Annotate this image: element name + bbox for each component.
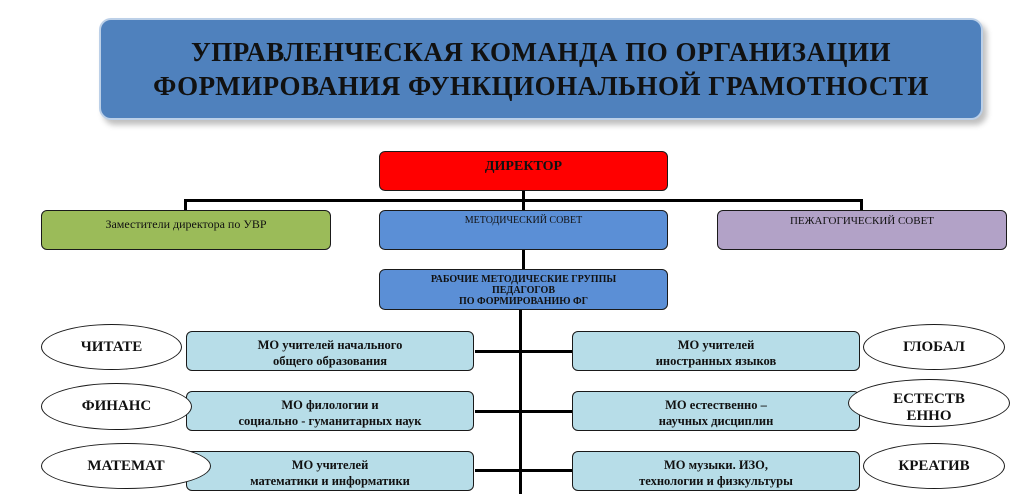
title-line-1: УПРАВЛЕНЧЕСКАЯ КОМАНДА ПО ОРГАНИЗАЦИИ <box>190 37 892 67</box>
oval-global: ГЛОБАЛ <box>863 324 1005 370</box>
oval-science-label: ЕСТЕСТВ ЕННО <box>893 391 965 424</box>
mo-science-line-2: научных дисциплин <box>658 414 774 428</box>
page-title: УПРАВЛЕНЧЕСКАЯ КОМАНДА ПО ОРГАНИЗАЦИИ ФО… <box>153 35 929 103</box>
mo-primary-box: МО учителей начального общего образования <box>186 331 474 371</box>
title-line-2: ФОРМИРОВАНИЯ ФУНКЦИОНАЛЬНОЙ ГРАМОТНОСТИ <box>153 71 929 101</box>
connector-ped-council <box>860 199 863 210</box>
deputies-box: Заместители директора по УВР <box>41 210 331 250</box>
deputies-label: Заместители директора по УВР <box>105 217 267 231</box>
mo-languages-line-1: МО учителей <box>677 338 755 352</box>
oval-finance-label: ФИНАНС <box>81 398 152 414</box>
mo-arts-line-2: технологии и физкультуры <box>639 474 793 488</box>
mo-math-line-1: МО учителей <box>291 458 369 472</box>
mo-science-line-1: МО естественно – <box>665 398 767 412</box>
connector-deputies <box>184 199 187 210</box>
ped-council-label: ПЕЖАГОГИЧЕСКИЙ СОВЕТ <box>789 215 935 227</box>
oval-creative: КРЕАТИВ <box>863 443 1005 489</box>
working-groups-label: РАБОЧИЕ МЕТОДИЧЕСКИЕ ГРУППЫ ПЕДАГОГОВ ПО… <box>431 274 616 307</box>
connector-row1 <box>475 350 572 353</box>
connector-council-groups <box>522 250 525 269</box>
connector-trunk <box>519 310 522 494</box>
working-groups-box: РАБОЧИЕ МЕТОДИЧЕСКИЕ ГРУППЫ ПЕДАГОГОВ ПО… <box>379 269 668 310</box>
mo-arts-line-1: МО музыки. ИЗО, <box>663 458 768 472</box>
method-council-label: МЕТОДИЧЕСКИЙ СОВЕТ <box>464 215 583 226</box>
mo-languages-box: МО учителей иностранных языков <box>572 331 860 371</box>
title-banner: УПРАВЛЕНЧЕСКАЯ КОМАНДА ПО ОРГАНИЗАЦИИ ФО… <box>99 18 983 120</box>
working-groups-line-1: РАБОЧИЕ МЕТОДИЧЕСКИЕ ГРУППЫ <box>430 274 617 285</box>
oval-math: МАТЕМАТ <box>41 443 211 489</box>
mo-math-line-2: математики и информатики <box>250 474 410 488</box>
mo-languages-line-2: иностранных языков <box>655 354 777 368</box>
connector-method-council <box>522 199 525 210</box>
oval-math-label: МАТЕМАТ <box>87 457 165 474</box>
oval-science: ЕСТЕСТВ ЕННО <box>848 379 1010 427</box>
connector-director-down <box>522 191 525 201</box>
mo-math-box: МО учителей математики и информатики <box>186 451 474 491</box>
oval-reading-label: ЧИТАТЕ <box>80 338 143 355</box>
oval-finance: ФИНАНС <box>41 383 192 430</box>
method-council-box: МЕТОДИЧЕСКИЙ СОВЕТ <box>379 210 668 250</box>
oval-reading: ЧИТАТЕ <box>41 324 182 370</box>
mo-philology-line-1: МО филологии и <box>281 398 379 412</box>
connector-row3 <box>475 469 572 472</box>
director-box: ДИРЕКТОР <box>379 151 668 191</box>
connector-row2 <box>475 410 572 413</box>
oval-creative-label: КРЕАТИВ <box>898 457 970 474</box>
mo-primary-line-2: общего образования <box>272 354 388 368</box>
director-label: ДИРЕКТОР <box>484 159 563 174</box>
working-groups-line-2: ПЕДАГОГОВ <box>491 285 555 296</box>
mo-philology-box: МО филологии и социально - гуманитарных н… <box>186 391 474 431</box>
mo-primary-line-1: МО учителей начального <box>257 338 403 352</box>
mo-science-box: МО естественно – научных дисциплин <box>572 391 860 431</box>
working-groups-line-3: ПО ФОРМИРОВАНИЮ ФГ <box>458 296 589 307</box>
oval-global-label: ГЛОБАЛ <box>903 338 965 355</box>
mo-arts-box: МО музыки. ИЗО, технологии и физкультуры <box>572 451 860 491</box>
mo-philology-line-2: социально - гуманитарных наук <box>238 414 422 428</box>
ped-council-box: ПЕЖАГОГИЧЕСКИЙ СОВЕТ <box>717 210 1007 250</box>
